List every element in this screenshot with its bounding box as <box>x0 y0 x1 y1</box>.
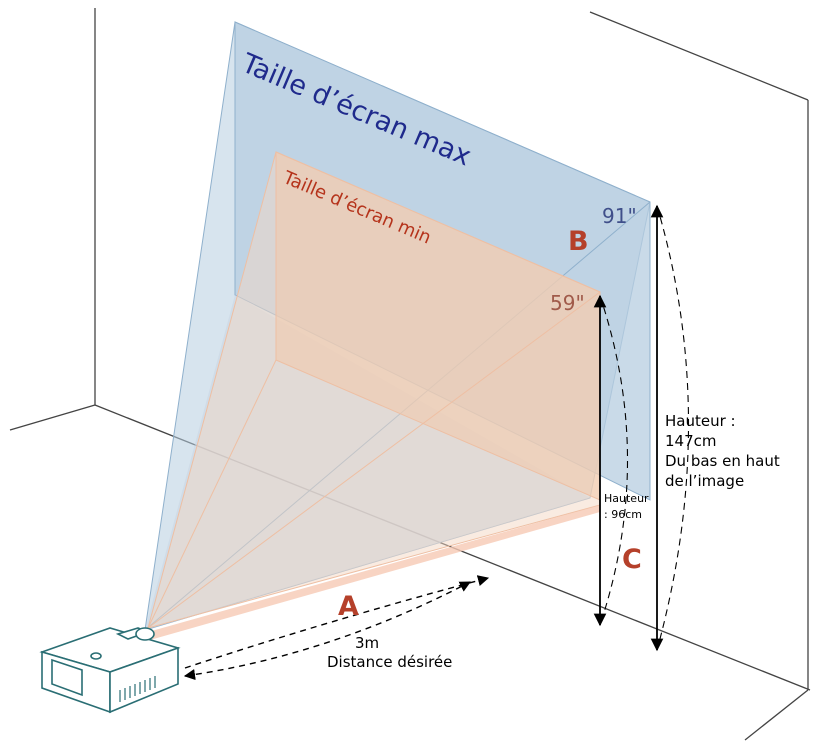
distance-value: 3m <box>355 634 379 652</box>
letter-b: B <box>568 226 589 257</box>
min-size-label: 59" <box>550 291 585 315</box>
min-height-line2: : 96cm <box>604 508 642 521</box>
letter-a: A <box>338 591 359 622</box>
min-beam-diagonal <box>147 291 601 629</box>
floor-edge-right <box>744 689 809 741</box>
distance-arrow-lower <box>183 581 471 681</box>
height-arrows <box>593 204 690 652</box>
projector-side <box>109 646 179 714</box>
distance-arrows <box>183 575 490 681</box>
max-height-line2: 147cm <box>665 432 717 450</box>
projector-grille <box>119 676 156 702</box>
max-height-line1: Hauteur : <box>665 412 736 430</box>
max-height-line4: de l’image <box>665 472 744 490</box>
distance-arrow-upper <box>184 575 490 669</box>
min-height-line1: Hauteur <box>604 492 649 505</box>
projector-icon <box>39 627 181 714</box>
min-height-dashed-arc <box>599 295 628 626</box>
max-height-dashed-arc <box>656 205 690 651</box>
projector-button <box>90 652 102 660</box>
projector-window <box>51 658 83 697</box>
ceiling-edge-right <box>589 11 809 101</box>
letter-c: C <box>622 544 642 575</box>
min-beam-edge <box>147 359 277 629</box>
max-height-line3: Du bas en haut <box>665 452 780 470</box>
projector-lens <box>135 627 155 641</box>
distance-caption: Distance désirée <box>327 653 452 671</box>
max-size-label: 91" <box>602 204 637 228</box>
floor-edge-left <box>9 404 96 431</box>
